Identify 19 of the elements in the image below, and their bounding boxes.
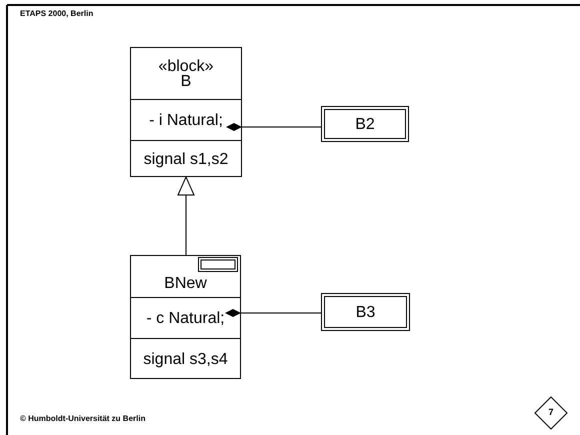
header-text: ETAPS 2000, Berlin xyxy=(20,9,94,18)
attribute-text: - c Natural; xyxy=(146,310,225,326)
block-box xyxy=(321,293,410,331)
composition-line xyxy=(226,123,322,131)
signal-text: signal s1,s2 xyxy=(144,152,228,167)
generalization-arrow xyxy=(178,176,194,256)
class-box xyxy=(130,47,242,177)
block-name: B3 xyxy=(356,304,376,320)
page-number: 7 xyxy=(547,406,554,418)
page-number-diamond xyxy=(534,396,568,430)
signal-text: signal s3,s4 xyxy=(143,352,228,367)
block-name: B2 xyxy=(355,116,375,132)
class-name: BNew xyxy=(164,276,207,291)
class-box xyxy=(130,255,241,379)
class-name: «block» B xyxy=(157,58,215,88)
block-box xyxy=(321,106,409,142)
attribute-text: - i Natural; xyxy=(149,112,223,128)
copyright-text: © Humboldt-Universität zu Berlin xyxy=(20,414,146,423)
composition-line xyxy=(225,309,322,317)
